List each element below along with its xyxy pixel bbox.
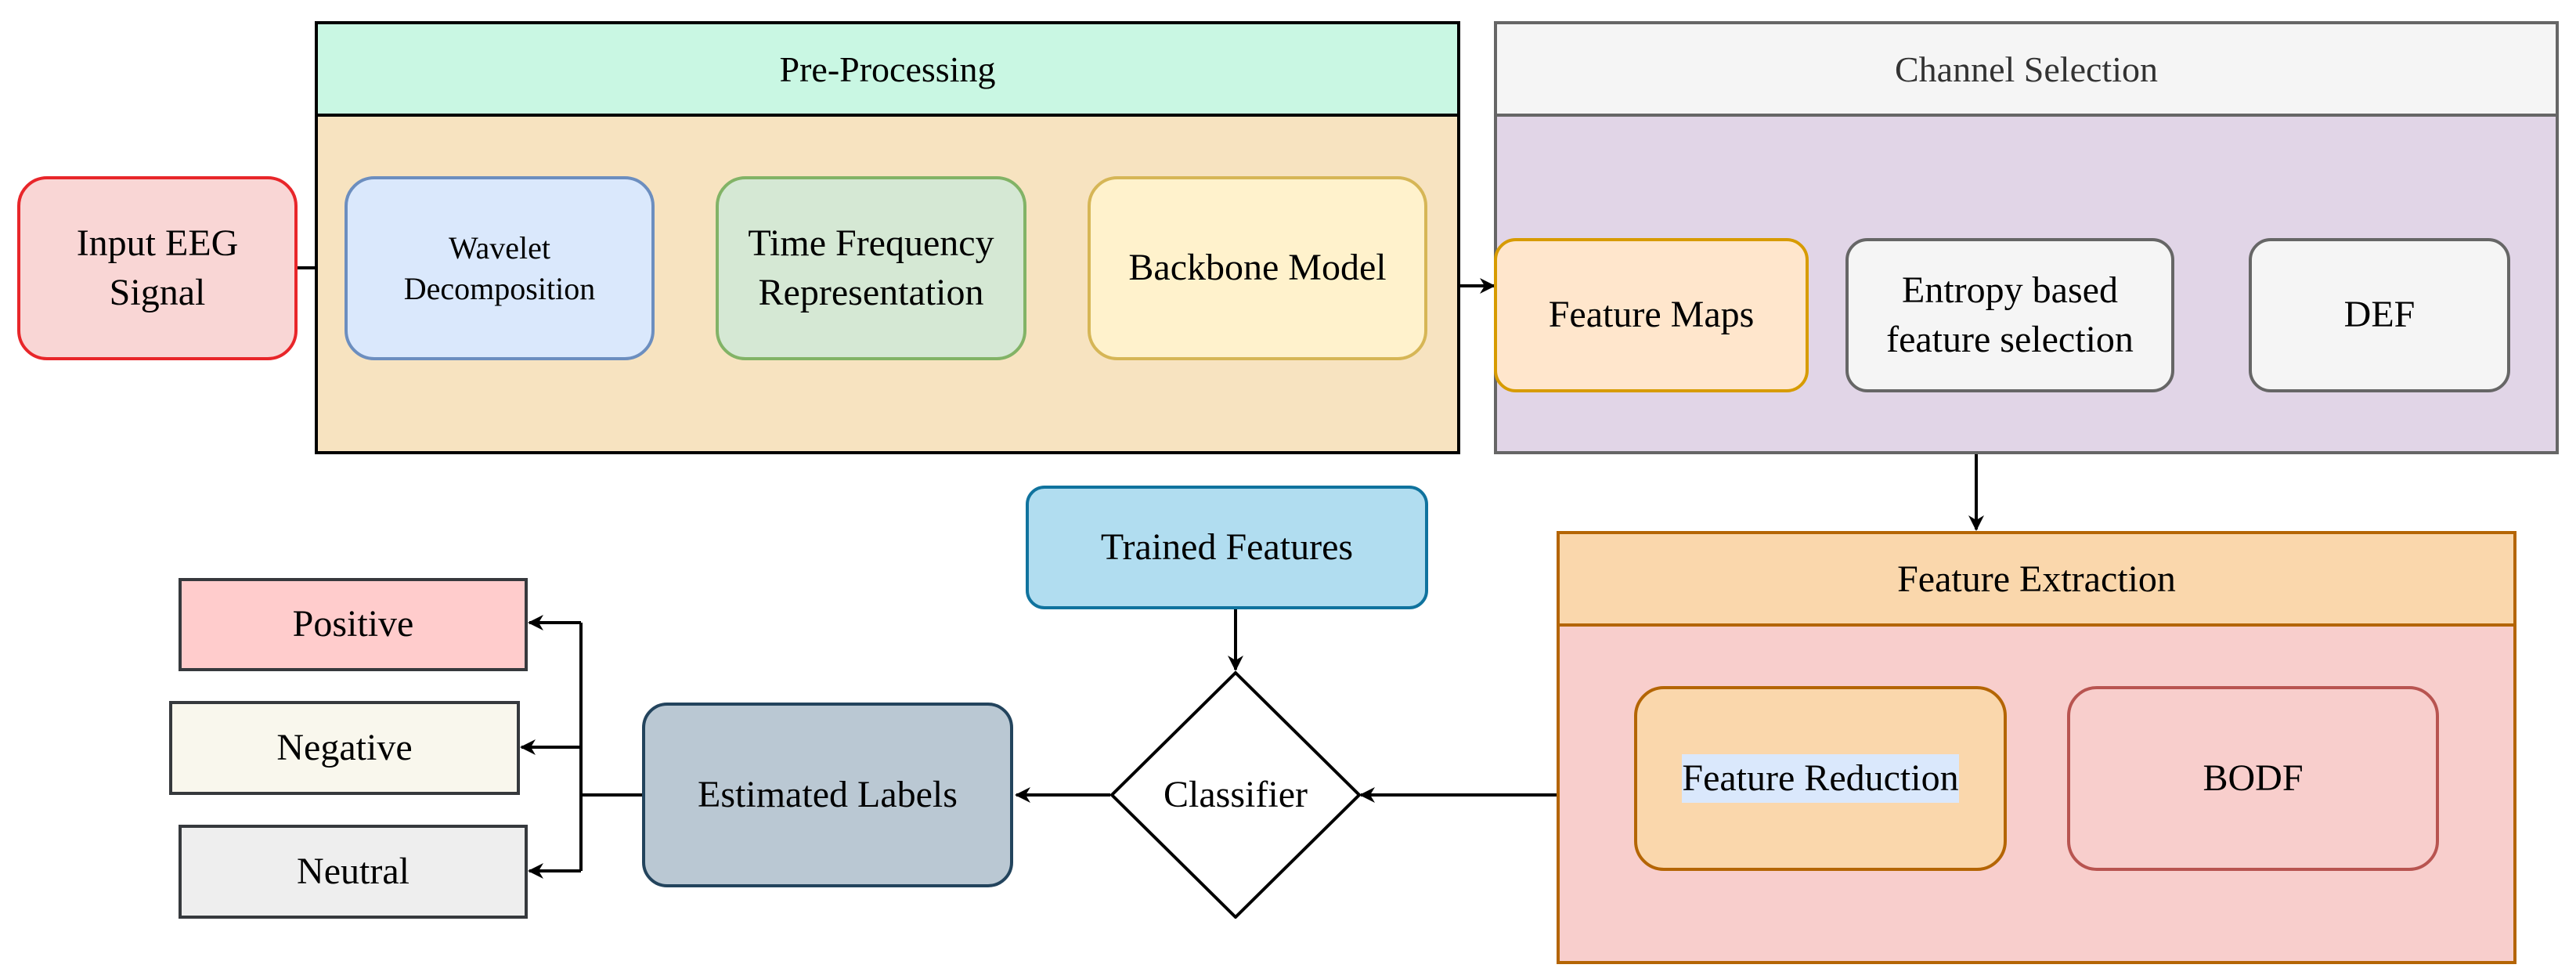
classifier-node: Classifier <box>1110 671 1361 919</box>
input-eeg-signal-label: Input EEG Signal <box>76 222 239 313</box>
def-node: DEF <box>2249 238 2510 392</box>
channel-selection-title: Channel Selection <box>1895 49 2158 89</box>
backbone-model-node: Backbone Model <box>1088 176 1427 360</box>
wavelet-decomposition-label: Wavelet Decomposition <box>403 229 596 306</box>
feature-reduction-node: Feature Reduction <box>1634 686 2007 871</box>
bodf-label: BODF <box>2203 757 2304 799</box>
time-frequency-node: Time Frequency Representation <box>716 176 1026 360</box>
output-positive-label: Positive <box>292 603 414 645</box>
wavelet-decomposition-node: Wavelet Decomposition <box>345 176 655 360</box>
output-positive: Positive <box>179 578 528 671</box>
def-label: DEF <box>2343 294 2415 336</box>
estimated-labels-node: Estimated Labels <box>642 703 1013 887</box>
bodf-node: BODF <box>2067 686 2439 871</box>
feature-extraction-title: Feature Extraction <box>1897 558 2176 600</box>
backbone-model-label: Backbone Model <box>1128 247 1387 289</box>
output-negative-label: Negative <box>276 726 413 768</box>
preprocessing-header: Pre-Processing <box>318 24 1457 117</box>
classifier-diamond-shape <box>1110 671 1361 919</box>
trained-features-node: Trained Features <box>1026 486 1428 609</box>
channel-selection-header: Channel Selection <box>1497 24 2556 117</box>
output-negative: Negative <box>169 701 520 795</box>
classifier-text-wrap: Classifier <box>1110 671 1361 919</box>
time-frequency-label: Time Frequency Representation <box>748 222 994 313</box>
classifier-label: Classifier <box>1164 773 1308 815</box>
trained-features-label: Trained Features <box>1100 526 1354 568</box>
feature-maps-node: Feature Maps <box>1494 238 1809 392</box>
feature-reduction-label: Feature Reduction <box>1682 753 1959 804</box>
output-neutral: Neutral <box>179 825 528 919</box>
entropy-selection-label: Entropy based feature selection <box>1886 269 2134 360</box>
estimated-labels-label: Estimated Labels <box>698 773 958 815</box>
feature-maps-label: Feature Maps <box>1548 294 1755 336</box>
input-eeg-signal-node: Input EEG Signal <box>17 176 298 360</box>
preprocessing-title: Pre-Processing <box>779 49 996 89</box>
feature-extraction-header: Feature Extraction <box>1560 534 2513 627</box>
output-neutral-label: Neutral <box>297 850 409 892</box>
entropy-selection-node: Entropy based feature selection <box>1845 238 2174 392</box>
